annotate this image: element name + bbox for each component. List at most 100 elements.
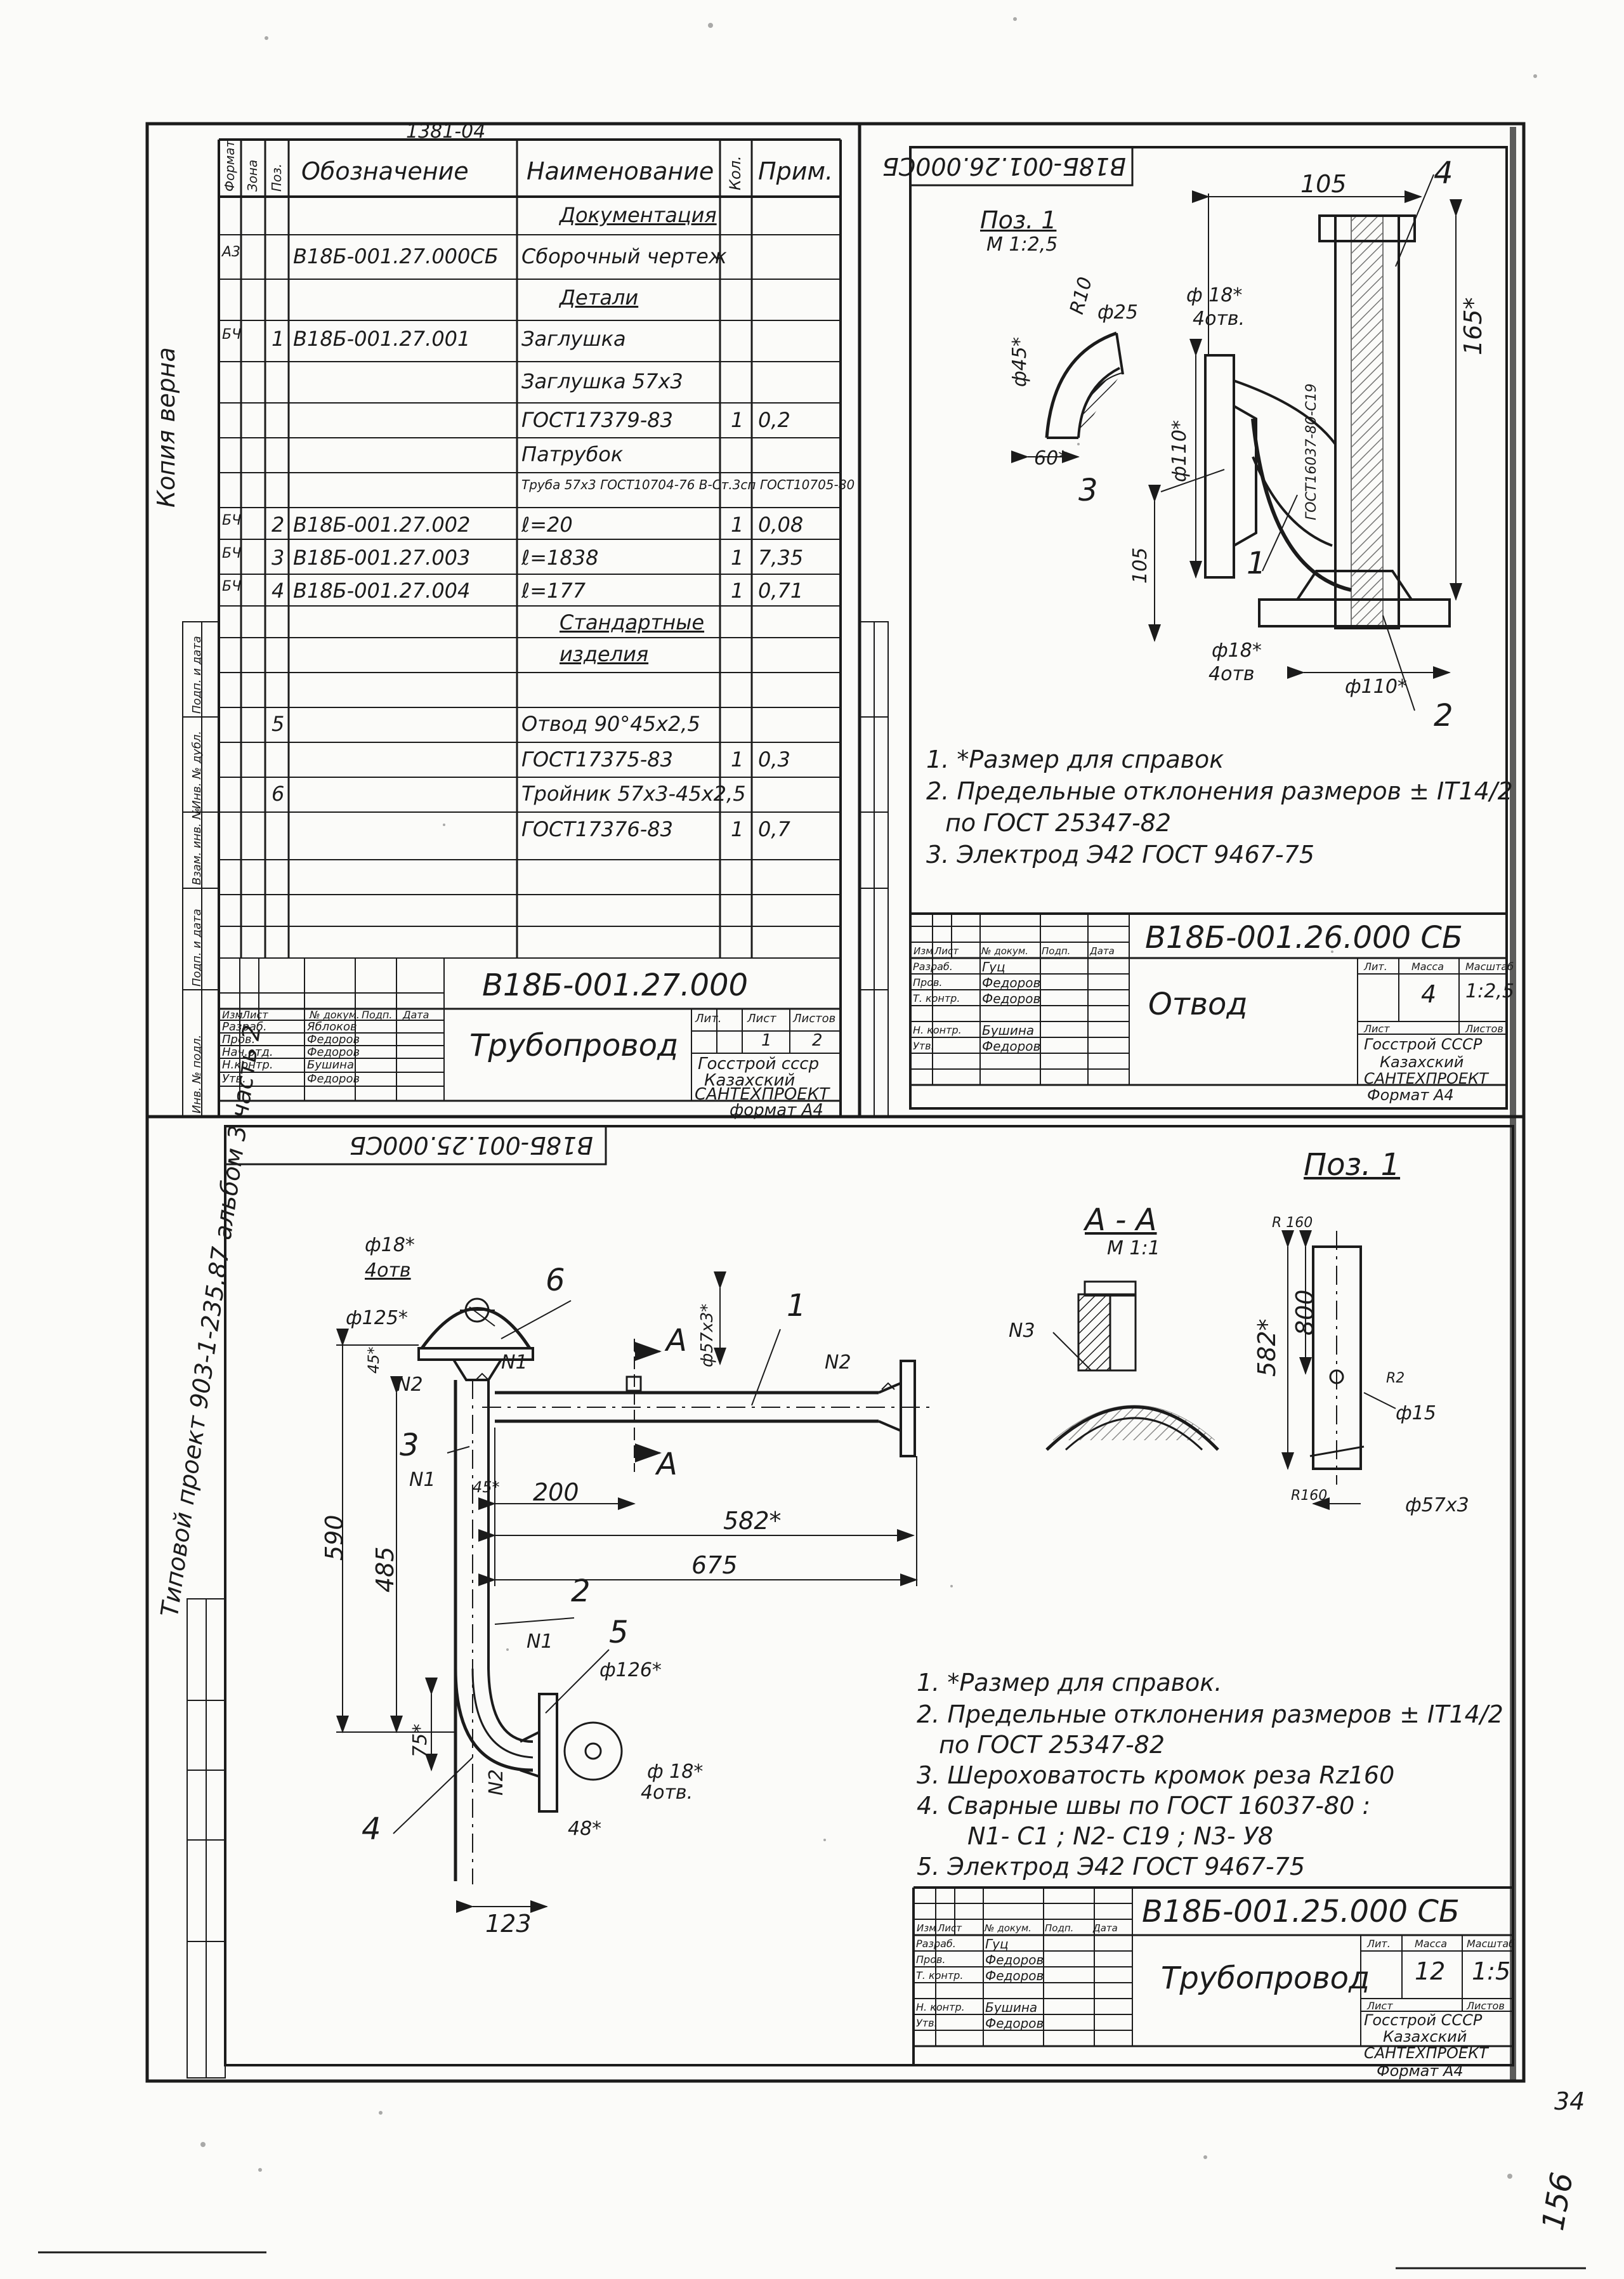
weld-n2: N2 <box>825 1351 851 1374</box>
otvod-dim: ф25 <box>1097 301 1138 324</box>
otvod-dim: 4отв <box>1208 663 1255 685</box>
otvod-dim: ф18* <box>1212 640 1262 662</box>
pipeline-person: Бушина <box>985 2000 1038 2015</box>
otvod-lit-head: Лит. <box>1364 961 1387 973</box>
weld-n2: N2 <box>485 1769 508 1796</box>
otvod-frame <box>909 146 1508 1110</box>
spec-row-note: 0,2 <box>758 408 790 432</box>
pipeline-pos-label: Поз. 1 <box>1304 1147 1401 1183</box>
spec-header-name: Наименование <box>527 157 714 185</box>
otvod-dim: ф110* <box>1345 676 1407 698</box>
spec-person: Федоров <box>307 1072 360 1086</box>
side-signature: Копия верна <box>152 347 180 508</box>
otvod-dim: ГОСТ16037-80-С19 <box>1304 383 1320 520</box>
pipeline-col-head: № докум. <box>985 1922 1031 1934</box>
pipeline-person: Федоров <box>985 1968 1044 1983</box>
spec-role: Пров. <box>222 1033 256 1046</box>
margin-label: Взам. инв. № <box>190 807 204 885</box>
pos1-dim: 800 <box>1291 1289 1319 1336</box>
otvod-person: Федоров <box>982 991 1041 1006</box>
pos1-dim: 582* <box>1253 1318 1281 1377</box>
pos1-dim: R 160 <box>1272 1215 1313 1231</box>
spec-row-format: БЧ <box>222 546 242 562</box>
pipe-dim: 675 <box>691 1551 738 1579</box>
pipe-dim: 4отв <box>365 1259 411 1282</box>
pipe-dim: 590 <box>320 1514 348 1561</box>
spec-role: Разраб. <box>222 1020 267 1034</box>
otvod-format: Формат А4 <box>1367 1086 1454 1104</box>
spec-row-code: В18Б-001.27.001 <box>293 327 471 351</box>
otvod-col-head: Изм <box>914 945 933 957</box>
pipeline-role: Т. контр. <box>916 1969 964 1981</box>
spec-row-note: 0,71 <box>758 579 804 603</box>
section-label: А - А <box>1085 1202 1157 1238</box>
otvod-role: Утв. <box>913 1040 934 1052</box>
spec-title-name: Трубопровод <box>469 1028 679 1063</box>
spec-row-note: 7,35 <box>758 546 804 570</box>
pipe-org: САНТЕХПРОЕКТ <box>1364 2044 1488 2062</box>
margin-label: Подп. и дата <box>190 636 204 714</box>
outer-frame <box>145 122 1526 2083</box>
pipe-note: по ГОСТ 25347-82 <box>939 1731 1165 1759</box>
pipe-scale: 1:5 <box>1472 1957 1511 1985</box>
spec-row-qty: 1 <box>731 817 744 841</box>
pipe-dim: 485 <box>371 1546 399 1593</box>
spec-row-pos: 3 <box>272 546 285 570</box>
spec-row-name: Труба 57х3 ГОСТ10704-76 В-Ст.3сп ГОСТ107… <box>521 477 855 492</box>
otvod-callout-3: 3 <box>1078 473 1098 508</box>
pipeline-col-head: Дата <box>1093 1922 1118 1934</box>
cut-label: А <box>666 1323 687 1358</box>
spec-row-name: изделия <box>560 642 649 666</box>
spec-role: Нач.отд. <box>222 1046 273 1059</box>
pipeline-role: Утв. <box>916 2017 938 2029</box>
spec-table-lines <box>218 138 842 1117</box>
pos1-dim: ф57х3 <box>1405 1494 1469 1516</box>
spec-person: Федоров <box>307 1033 360 1046</box>
otvod-role: Т. контр. <box>913 992 960 1004</box>
otvod-note: 2. Предельные отклонения размеров ± IT14… <box>926 777 1513 805</box>
spec-row-name: ГОСТ17379-83 <box>521 408 673 432</box>
section-scale: М 1:1 <box>1107 1237 1160 1259</box>
otvod-dim: 60* <box>1034 447 1068 470</box>
otvod-col-head: Подп. <box>1042 945 1071 957</box>
otvod-role: Пров. <box>913 976 943 988</box>
weld-n2: N2 <box>396 1374 423 1396</box>
spec-row-format: БЧ <box>222 579 242 594</box>
pipe-callout-2: 2 <box>571 1573 591 1609</box>
spec-row-code: В18Б-001.27.004 <box>293 579 471 603</box>
otvod-dim: ф45* <box>1009 337 1031 387</box>
pipe-sheet-head: Листов <box>1467 2000 1505 2012</box>
spec-col-head: Дата <box>403 1009 429 1021</box>
pipe-mass: 12 <box>1415 1957 1446 1985</box>
pipe-callout-1: 1 <box>787 1288 806 1323</box>
spec-row-name: Патрубок <box>521 442 624 466</box>
otvod-note: 1. *Размер для справок <box>926 745 1224 773</box>
spec-row-pos: 1 <box>272 327 285 351</box>
otvod-org: Госстрой СССР <box>1364 1035 1483 1053</box>
spec-row-code: В18Б-001.27.002 <box>293 513 471 537</box>
otvod-lit-head: Масса <box>1411 961 1444 973</box>
otvod-dim: 165* <box>1459 297 1487 355</box>
pipeline-col-head: Лист <box>938 1922 962 1934</box>
pos1-dim: R160 <box>1291 1488 1328 1504</box>
spec-sheet-no: 1 <box>761 1031 772 1050</box>
spec-row-name: ℓ=20 <box>521 513 573 537</box>
pipe-note: 2. Предельные отклонения размеров ± IT14… <box>917 1700 1503 1728</box>
spec-row-name: ℓ=177 <box>521 579 586 603</box>
spec-person: Федоров <box>307 1046 360 1059</box>
otvod-pos-label: Поз. 1 <box>980 206 1057 234</box>
otvod-designation: В18Б-001.26.000 СБ <box>1145 920 1463 956</box>
spec-row-note: 0,7 <box>758 817 790 841</box>
spec-row-name: Отвод 90°45х2,5 <box>521 712 700 736</box>
spec-col-head: № докум. <box>310 1009 360 1021</box>
pipe-org: Казахский <box>1383 2028 1467 2046</box>
pipe-note: N1- С1 ; N2- С19 ; N3- У8 <box>967 1822 1274 1850</box>
spec-header-zone: Зона <box>245 159 260 192</box>
otvod-scale: 1:2,5 <box>1465 980 1514 1002</box>
pipe-dim: ф 18* <box>647 1761 704 1783</box>
spec-row-note: 0,3 <box>758 747 790 772</box>
spec-org-3: САНТЕХПРОЕКТ <box>695 1085 830 1104</box>
otvod-dim: 105 <box>1129 547 1151 584</box>
spec-row-format: А3 <box>222 244 241 260</box>
